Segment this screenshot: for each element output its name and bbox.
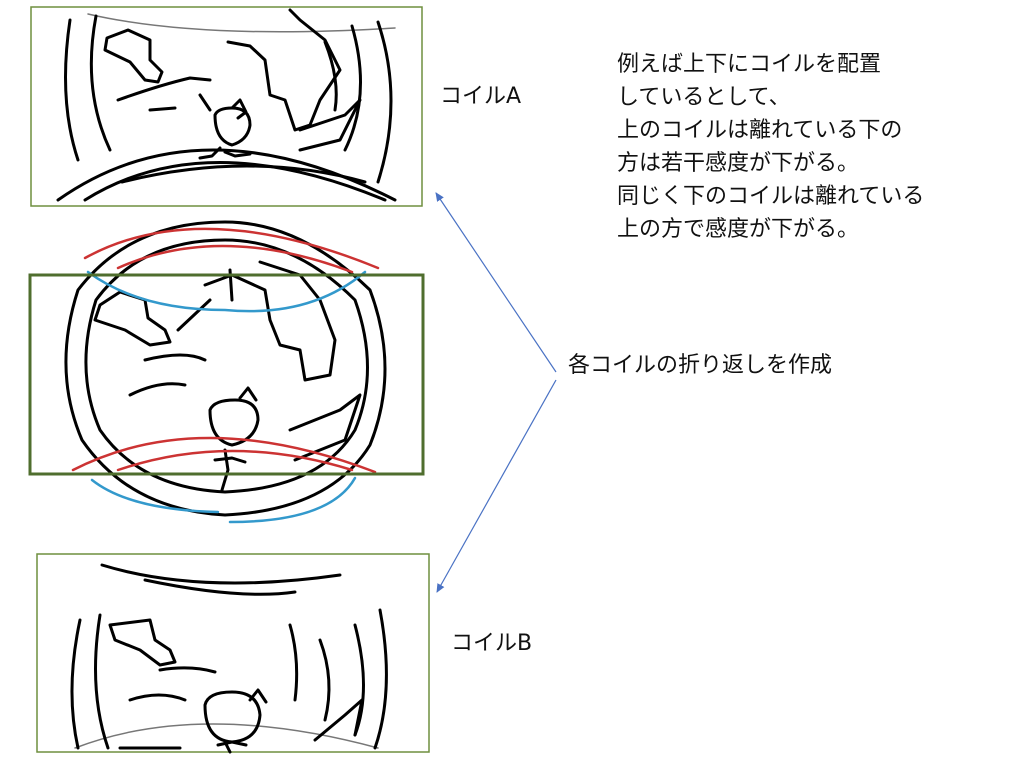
coil-b-label: コイルB [451,631,533,656]
note-line: 上の方で感度が下がる。 [617,217,860,242]
fold-blue-bottom-right [228,476,357,524]
panel-coil-a [30,6,423,207]
panel-combined-frame [28,273,425,476]
fold-red-bottom-inner [116,449,354,472]
fold-caption: 各コイルの折り返しを作成 [568,353,833,378]
explanation-note: 例えば上下にコイルを配置 しているとして、 上のコイルは離れている下の 方は若干… [617,48,924,246]
fold-red-bottom-outer [71,436,377,474]
arrow-to-coil-a [435,192,557,373]
note-line: 例えば上下にコイルを配置 [617,52,882,77]
fold-blue-top [86,270,367,313]
note-line: しているとして、 [617,85,791,110]
panel-coil-b-sketch [70,563,388,754]
panel-combined-sketch [64,220,387,517]
coil-a-label: コイルA [440,84,522,109]
fold-lines-red [71,227,380,474]
panel-coil-a-sketch [56,8,397,202]
note-line: 方は若干感度が下がる。 [617,151,860,176]
panel-coil-b [36,553,430,754]
panel-coil-a-frame [30,6,423,207]
panel-coil-b-frame [36,553,430,753]
fold-red-top-inner [116,244,354,274]
fold-blue-bottom-left [90,478,220,514]
panel-combined [28,220,425,524]
arrow-to-coil-b [436,379,557,593]
fold-lines-blue [86,270,367,524]
fold-red-top-outer [83,227,380,270]
note-line: 上のコイルは離れている下の [617,118,903,143]
note-line: 同じく下のコイルは離れている [617,184,925,209]
fold-arrows [435,192,557,593]
